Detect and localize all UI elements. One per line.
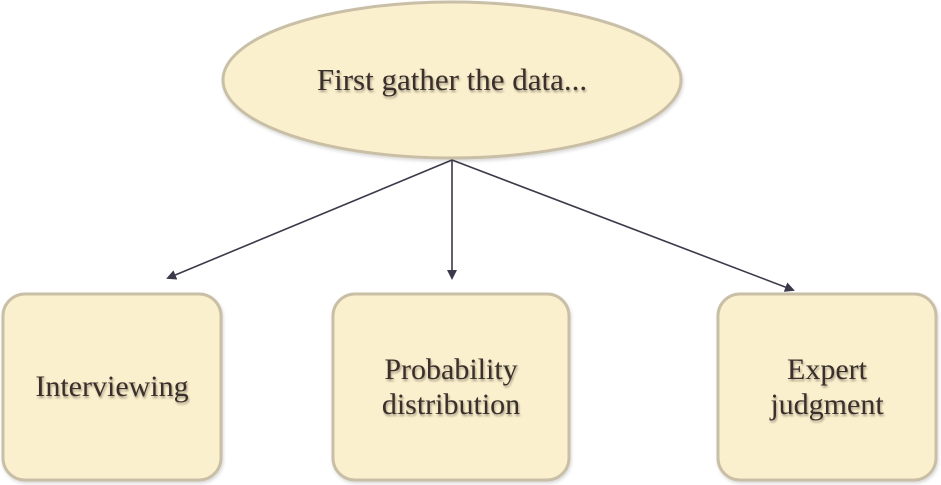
child-node-expert-judgment-label: Expert judgment	[770, 352, 884, 421]
child-node-expert-judgment-box	[716, 292, 938, 482]
arrow-to-expert-judgment	[451, 159, 795, 292]
arrow-to-interviewing	[166, 159, 453, 280]
root-node-ellipse	[221, 0, 683, 160]
child-node-probability-distribution-label: Probability distribution	[381, 352, 521, 421]
child-node-probability-distribution-box	[331, 292, 571, 482]
root-node-label: First gather the data...	[316, 61, 588, 97]
child-node-interviewing-box	[1, 292, 223, 482]
child-node-interviewing-label: Interviewing	[35, 370, 189, 404]
